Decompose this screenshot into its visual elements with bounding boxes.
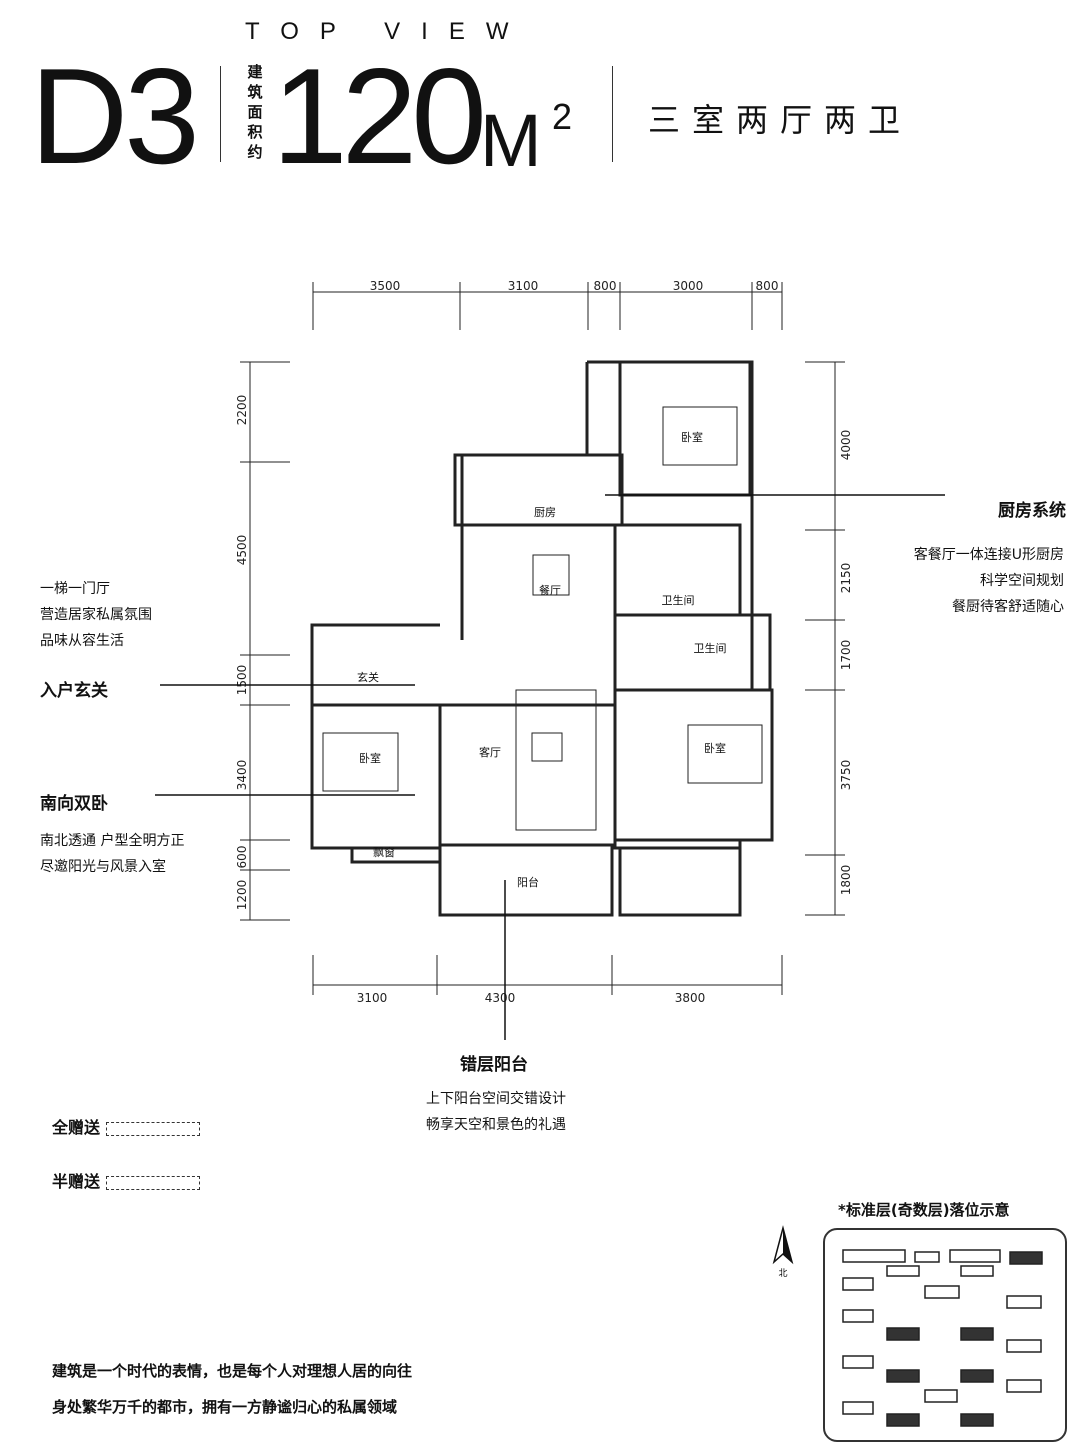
room-dining: 餐厅 <box>539 583 561 597</box>
kitchen-title: 厨房系统 <box>998 501 1066 521</box>
dim-right: 3750 <box>839 760 853 791</box>
divider <box>612 66 613 162</box>
dashed-swatch <box>106 1121 201 1136</box>
room-kitchen: 厨房 <box>534 506 556 519</box>
area-label: 建筑面积约 <box>247 63 263 161</box>
balcony-desc: 上下阳台空间交错设计 畅享天空和景色的礼遇 <box>426 1086 566 1138</box>
site-plan-buildings <box>842 1249 1043 1427</box>
dim-bottom: 3800 <box>675 991 706 1005</box>
site-plan-title: *标准层(奇数层)落位示意 <box>838 1201 1010 1219</box>
north-label: 北 <box>778 1268 787 1279</box>
entry-line: 品味从容生活 <box>40 633 124 649</box>
dim-left: 1200 <box>235 880 249 911</box>
dim-left: 600 <box>235 846 249 869</box>
entry-desc: 一梯一门厅 营造居家私属氛围 品味从容生活 <box>40 576 152 654</box>
dashed-swatch <box>106 1175 201 1190</box>
layout-label: 三室两厅两卫 <box>648 101 913 139</box>
footer-line: 身处繁华万千的都市，拥有一方静谧归心的私属领域 <box>52 1398 398 1416</box>
dim-top: 3000 <box>673 279 704 293</box>
dimension-lines <box>249 291 836 986</box>
room-balcony: 阳台 <box>517 875 539 889</box>
room-bedroom-sw: 卧室 <box>359 751 381 765</box>
kitchen-line: 餐厨待客舒适随心 <box>952 599 1064 615</box>
walls <box>310 360 774 917</box>
room-bath: 卫生间 <box>662 593 695 607</box>
dim-top: 800 <box>594 279 617 293</box>
dim-top: 3100 <box>508 279 539 293</box>
dim-right: 1700 <box>839 640 853 671</box>
room-bedroom-north: 卧室 <box>681 430 703 444</box>
top-view-label: TOP VIEW <box>245 18 530 45</box>
room-bedroom-se: 卧室 <box>704 741 726 755</box>
legend-label: 半赠送 <box>52 1172 101 1191</box>
room-living: 客厅 <box>479 745 501 759</box>
balcony-title: 错层阳台 <box>460 1055 528 1075</box>
dim-top: 800 <box>756 279 779 293</box>
entry-title: 入户玄关 <box>40 681 108 701</box>
footer-line: 建筑是一个时代的表情，也是每个人对理想人居的向往 <box>52 1362 413 1380</box>
room-bath: 卫生间 <box>694 641 727 655</box>
entry-line: 营造居家私属氛围 <box>40 607 152 623</box>
dim-top: 3500 <box>370 279 401 293</box>
kitchen-line: 科学空间规划 <box>980 573 1064 589</box>
room-foyer: 玄关 <box>357 670 379 684</box>
site-plan-map <box>823 1228 1067 1442</box>
bedrooms-title: 南向双卧 <box>40 794 108 814</box>
balcony-line: 畅享天空和景色的礼遇 <box>426 1117 566 1133</box>
dim-left: 1500 <box>235 665 249 696</box>
legend-label: 全赠送 <box>52 1118 101 1137</box>
dim-left: 4500 <box>235 535 249 566</box>
dim-bottom: 3100 <box>357 991 388 1005</box>
dim-right: 1800 <box>839 865 853 896</box>
kitchen-line: 客餐厅一体连接U形厨房 <box>913 547 1064 563</box>
legend-half-gift: 半赠送 <box>52 1168 201 1192</box>
dim-right: 4000 <box>839 430 853 461</box>
bedrooms-desc: 南北透通 户型全明方正 尽邀阳光与风景入室 <box>40 828 184 880</box>
furniture <box>322 406 763 831</box>
area-unit-sup: 2 <box>552 96 573 137</box>
dim-bottom: 4300 <box>485 991 516 1005</box>
balcony-line: 上下阳台空间交错设计 <box>426 1091 566 1107</box>
dim-left: 3400 <box>235 760 249 791</box>
divider <box>220 66 221 162</box>
legend-full-gift: 全赠送 <box>52 1114 201 1138</box>
unit-code: D3 <box>30 40 200 192</box>
area-value: 120 <box>272 40 487 192</box>
dim-right: 2150 <box>839 563 853 594</box>
entry-line: 一梯一门厅 <box>40 581 110 597</box>
north-arrow-icon: 北 <box>772 1225 794 1279</box>
kitchen-desc: 客餐厅一体连接U形厨房 科学空间规划 餐厨待客舒适随心 <box>914 542 1064 620</box>
callout-lines <box>155 494 945 1040</box>
bedrooms-line: 南北透通 户型全明方正 <box>40 833 185 849</box>
bedrooms-line: 尽邀阳光与风景入室 <box>40 859 166 875</box>
dim-left: 2200 <box>235 395 249 426</box>
area-unit: M <box>480 99 542 182</box>
room-bay-window: 飘窗 <box>373 845 395 859</box>
